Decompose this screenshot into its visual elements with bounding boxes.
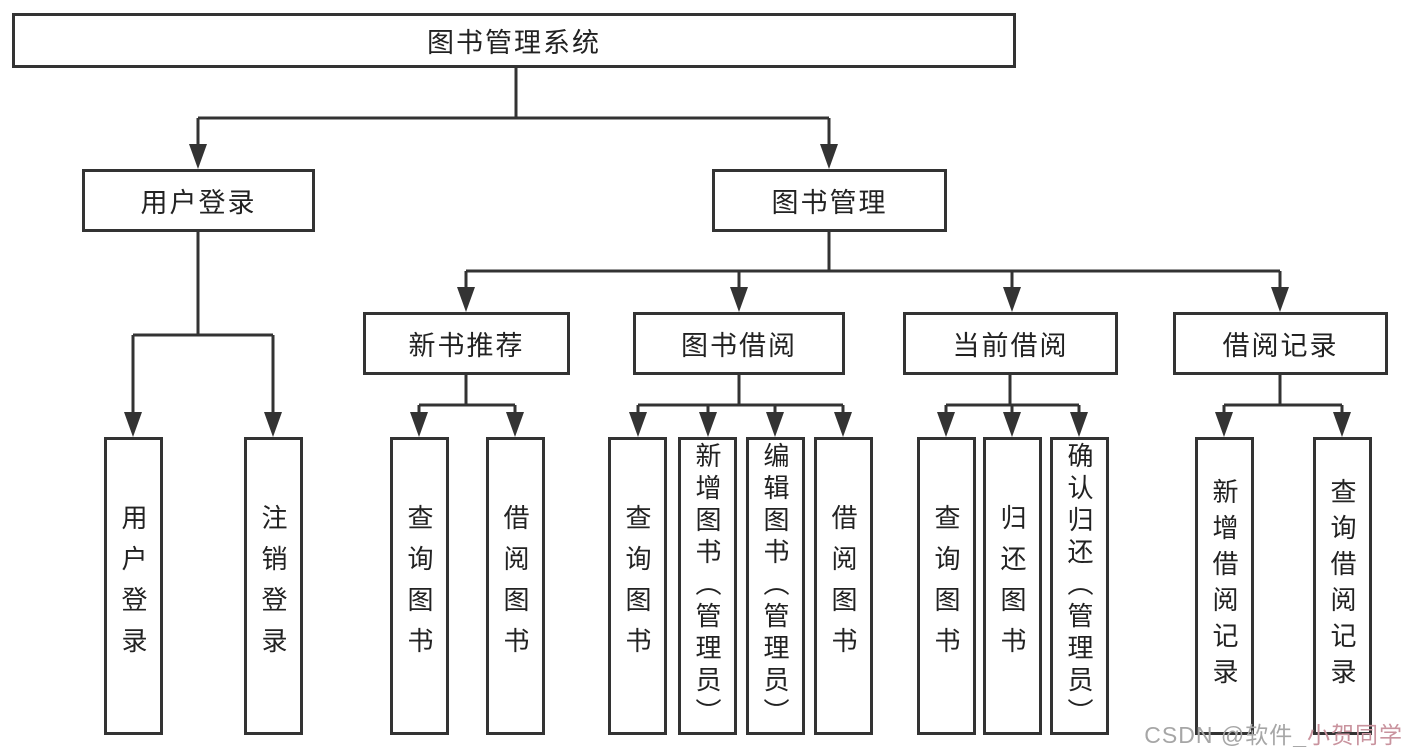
arrowhead-icon: [820, 144, 838, 169]
node-borrow-record: 借阅记录: [1173, 312, 1388, 375]
arrowheads: [124, 144, 1351, 437]
tree-edges: [131, 68, 1344, 413]
node-book-borrow: 图书借阅: [633, 312, 845, 375]
arrowhead-icon: [766, 412, 784, 437]
leaf-return-book: 归还图书: [983, 437, 1042, 735]
arrowhead-icon: [457, 287, 475, 312]
node-book-management: 图书管理: [712, 169, 947, 232]
leaf-add-book-admin: 新增图书（管理员）: [678, 437, 737, 735]
watermark-prefix: CSDN @软件_: [1144, 722, 1307, 747]
arrowhead-icon: [937, 412, 955, 437]
node-user-login: 用户登录: [82, 169, 315, 232]
arrowhead-icon: [1003, 412, 1021, 437]
leaf-confirm-return-admin: 确认归还（管理员）: [1050, 437, 1109, 735]
arrowhead-icon: [1333, 412, 1351, 437]
leaf-query-book-3: 查询图书: [917, 437, 976, 735]
csdn-watermark: CSDN @软件_小贺同学: [1144, 716, 1403, 747]
watermark-suffix: 小贺同学: [1307, 722, 1403, 747]
arrowhead-icon: [629, 412, 647, 437]
leaf-borrow-book-1: 借阅图书: [486, 437, 545, 735]
arrowhead-icon: [699, 412, 717, 437]
arrowhead-icon: [1271, 287, 1289, 312]
arrowhead-icon: [1003, 287, 1021, 312]
node-new-book-recommend: 新书推荐: [363, 312, 570, 375]
arrowhead-icon: [730, 287, 748, 312]
node-root-system: 图书管理系统: [12, 13, 1016, 68]
arrowhead-icon: [264, 412, 282, 437]
leaf-user-login: 用户登录: [104, 437, 163, 735]
arrowhead-icon: [124, 412, 142, 437]
leaf-query-book-1: 查询图书: [390, 437, 449, 735]
leaf-edit-book-admin: 编辑图书（管理员）: [746, 437, 805, 735]
arrowhead-icon: [1070, 412, 1088, 437]
node-current-borrow: 当前借阅: [903, 312, 1118, 375]
leaf-borrow-book-2: 借阅图书: [814, 437, 873, 735]
arrowhead-icon: [189, 144, 207, 169]
leaf-logout: 注销登录: [244, 437, 303, 735]
arrowhead-icon: [410, 412, 428, 437]
arrowhead-icon: [506, 412, 524, 437]
edge-path: [131, 68, 1344, 413]
leaf-add-borrow-record: 新增借阅记录: [1195, 437, 1254, 735]
arrowhead-icon: [834, 412, 852, 437]
arrowhead-icon: [1215, 412, 1233, 437]
leaf-query-book-2: 查询图书: [608, 437, 667, 735]
leaf-query-borrow-record: 查询借阅记录: [1313, 437, 1372, 735]
